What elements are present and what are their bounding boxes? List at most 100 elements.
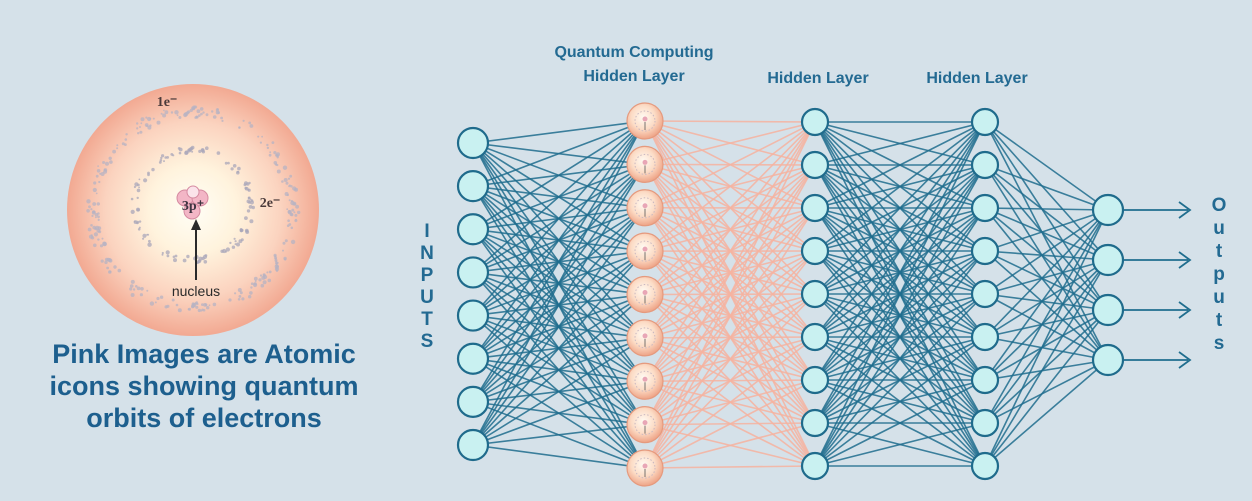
connection-line	[472, 423, 646, 446]
quantum-atom-node	[626, 145, 664, 183]
connection-line	[472, 250, 646, 446]
electron-dot	[199, 107, 204, 111]
electron-dot	[161, 251, 164, 255]
hidden-layer-1-node	[800, 451, 830, 481]
electron-dot	[290, 213, 294, 217]
quantum-atom-node	[626, 102, 664, 140]
electron-dot	[95, 225, 100, 230]
electron-dot	[287, 219, 290, 222]
electron-dot	[92, 187, 97, 193]
electron-dot	[96, 202, 101, 206]
electron-dot	[98, 180, 101, 184]
electron-dot	[130, 209, 135, 214]
electron-dot	[294, 188, 297, 191]
electron-dot	[161, 154, 165, 158]
connection-line	[984, 250, 1109, 361]
output-arrowhead	[1178, 301, 1192, 319]
electron-dot	[116, 144, 119, 147]
electron-dot	[200, 309, 203, 312]
connection-line	[984, 259, 1109, 295]
quantum-connection-line	[644, 250, 816, 469]
electron-dot	[246, 209, 251, 213]
electron-dot	[276, 156, 279, 159]
electron-dot	[211, 110, 214, 113]
input-node	[456, 126, 490, 160]
connection-line	[472, 207, 646, 446]
electron-dot	[162, 113, 167, 118]
quantum-connection-line	[644, 121, 816, 382]
hidden-layer-2-node	[970, 279, 1000, 309]
connection-line	[984, 250, 1109, 261]
electron-dot	[237, 166, 241, 171]
electron-dot	[116, 147, 119, 150]
electron-dot	[248, 295, 252, 299]
quantum-connection-line	[644, 121, 816, 426]
electron-dot	[236, 170, 240, 173]
electron-dot	[221, 119, 224, 122]
pointer-arrowhead	[191, 219, 201, 230]
quantum-connection-line	[644, 121, 816, 469]
electron-dot	[286, 224, 290, 227]
electron-dot	[249, 219, 254, 224]
output-node	[1091, 193, 1125, 227]
quantum-connection-line	[644, 336, 816, 469]
connection-line	[984, 209, 1109, 295]
electron-dot	[220, 249, 224, 253]
connection-line	[984, 121, 1109, 311]
electron-dot	[138, 186, 141, 189]
hidden-layer-1-node	[800, 107, 830, 137]
electron-dot	[99, 244, 104, 248]
electron-dot	[288, 185, 291, 188]
inner-shell-label: 1e⁻	[157, 95, 178, 110]
electron-dot	[156, 296, 160, 301]
electron-dot	[250, 199, 254, 202]
electron-dot	[197, 308, 202, 313]
electron-dot	[250, 286, 253, 289]
connection-line	[472, 120, 646, 360]
electron-dot	[240, 229, 243, 233]
electron-dot	[186, 254, 190, 259]
electron-dot	[138, 226, 141, 229]
connection-line	[984, 209, 1109, 424]
electron-dot	[163, 160, 165, 163]
electron-dot	[267, 278, 272, 283]
caption-line-3: orbits of electrons	[86, 403, 322, 433]
hidden-layer-2-node	[970, 365, 1000, 395]
connection-line	[472, 120, 646, 187]
electron-dot	[243, 183, 247, 187]
electron-dot	[184, 150, 189, 155]
input-node	[456, 170, 490, 203]
electron-dot	[136, 220, 140, 224]
electron-dot	[290, 185, 293, 188]
electron-dot	[151, 167, 155, 172]
outputs-label-letter: O	[1212, 195, 1227, 216]
electron-dot	[216, 151, 221, 155]
connection-line	[984, 207, 1109, 211]
electron-dot	[258, 278, 262, 282]
connection-line	[814, 422, 986, 467]
electron-dot	[138, 178, 141, 181]
electron-dot	[133, 185, 136, 189]
quantum-connection-line	[644, 121, 816, 166]
electron-dot	[290, 226, 294, 230]
network-nodes	[456, 102, 1125, 487]
electron-dot	[92, 210, 96, 214]
electron-dot	[206, 306, 210, 310]
electron-dot	[170, 111, 174, 114]
connection-line	[472, 120, 646, 230]
electron-dot	[196, 302, 199, 306]
output-arrows	[1124, 201, 1192, 369]
electron-dot	[94, 213, 99, 217]
electron-dot	[106, 257, 111, 262]
electron-dot	[253, 276, 258, 281]
quantum-connection-line	[644, 120, 816, 123]
electron-dot	[101, 237, 104, 240]
electron-dot	[284, 258, 287, 261]
nucleus-pointer-label: nucleus	[172, 283, 220, 299]
caption-line-1: Pink Images are Atomic	[52, 339, 356, 369]
electron-dot	[147, 233, 150, 236]
hidden-layer-2-node	[970, 408, 1000, 438]
electron-dot	[266, 143, 269, 147]
electron-dot	[254, 280, 257, 283]
electron-dot	[248, 205, 253, 209]
